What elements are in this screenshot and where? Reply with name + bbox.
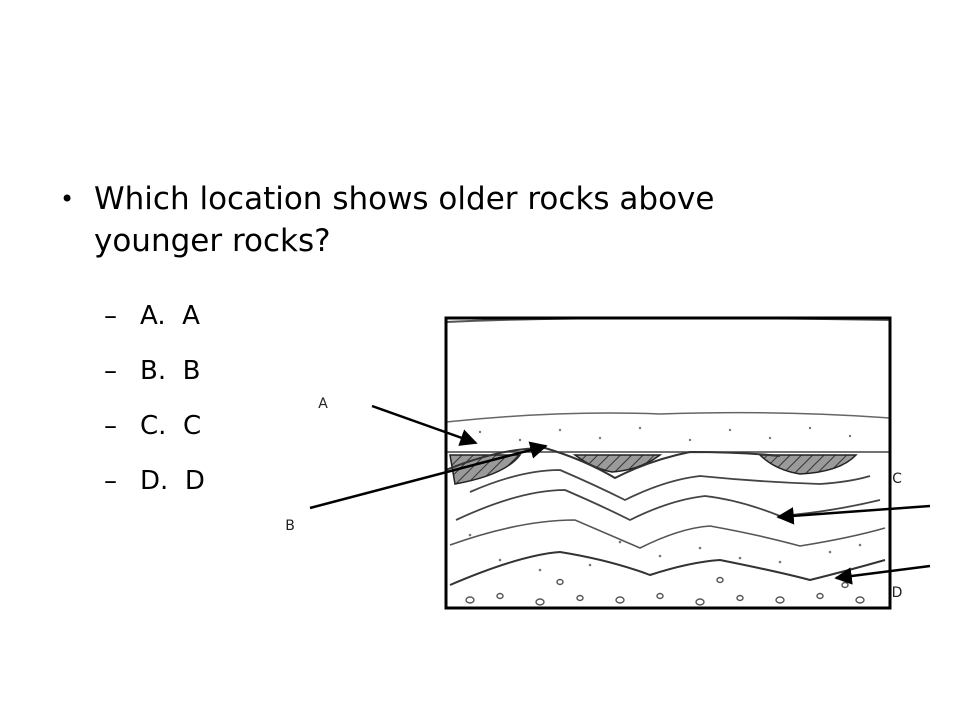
dash-icon: – bbox=[104, 300, 117, 331]
fold-layer-2 bbox=[469, 469, 871, 502]
option-label: D. D bbox=[140, 465, 205, 496]
callout-label-b: B bbox=[285, 518, 295, 534]
dash-icon: – bbox=[104, 410, 117, 441]
dash-icon: – bbox=[104, 355, 117, 386]
arrow-a bbox=[371, 404, 478, 446]
fold-layer-1 bbox=[446, 446, 781, 480]
option-c[interactable]: – C. C bbox=[104, 398, 205, 453]
dash-icon: – bbox=[104, 465, 117, 496]
answer-options: – A. A – B. B – C. C – D. D bbox=[104, 288, 205, 508]
fold-layer-4 bbox=[449, 519, 886, 549]
callout-label-a: A bbox=[318, 396, 328, 412]
fold-layer-5 bbox=[449, 550, 886, 586]
bullet-icon: • bbox=[60, 185, 75, 213]
option-label: A. A bbox=[140, 300, 200, 331]
callout-arrows bbox=[309, 404, 931, 585]
hatched-layer-right bbox=[758, 454, 858, 475]
arrow-b bbox=[309, 441, 548, 510]
ground-surface bbox=[446, 411, 890, 423]
option-b[interactable]: – B. B bbox=[104, 343, 205, 398]
option-a[interactable]: – A. A bbox=[104, 288, 205, 343]
callout-label-c: C bbox=[892, 471, 902, 487]
gravel-texture bbox=[465, 576, 865, 606]
question: • Which location shows older rocks above… bbox=[60, 178, 814, 262]
arrow-c bbox=[776, 504, 931, 525]
sand-texture bbox=[468, 426, 862, 572]
question-text: Which location shows older rocks above y… bbox=[94, 181, 715, 259]
arrow-d bbox=[834, 564, 931, 585]
option-d[interactable]: – D. D bbox=[104, 453, 205, 508]
diagram-frame bbox=[444, 316, 892, 610]
callout-label-d: D bbox=[891, 585, 903, 601]
option-label: B. B bbox=[140, 355, 201, 386]
option-label: C. C bbox=[140, 410, 202, 441]
rock-strata bbox=[446, 318, 890, 606]
fold-layer-3 bbox=[455, 489, 881, 522]
